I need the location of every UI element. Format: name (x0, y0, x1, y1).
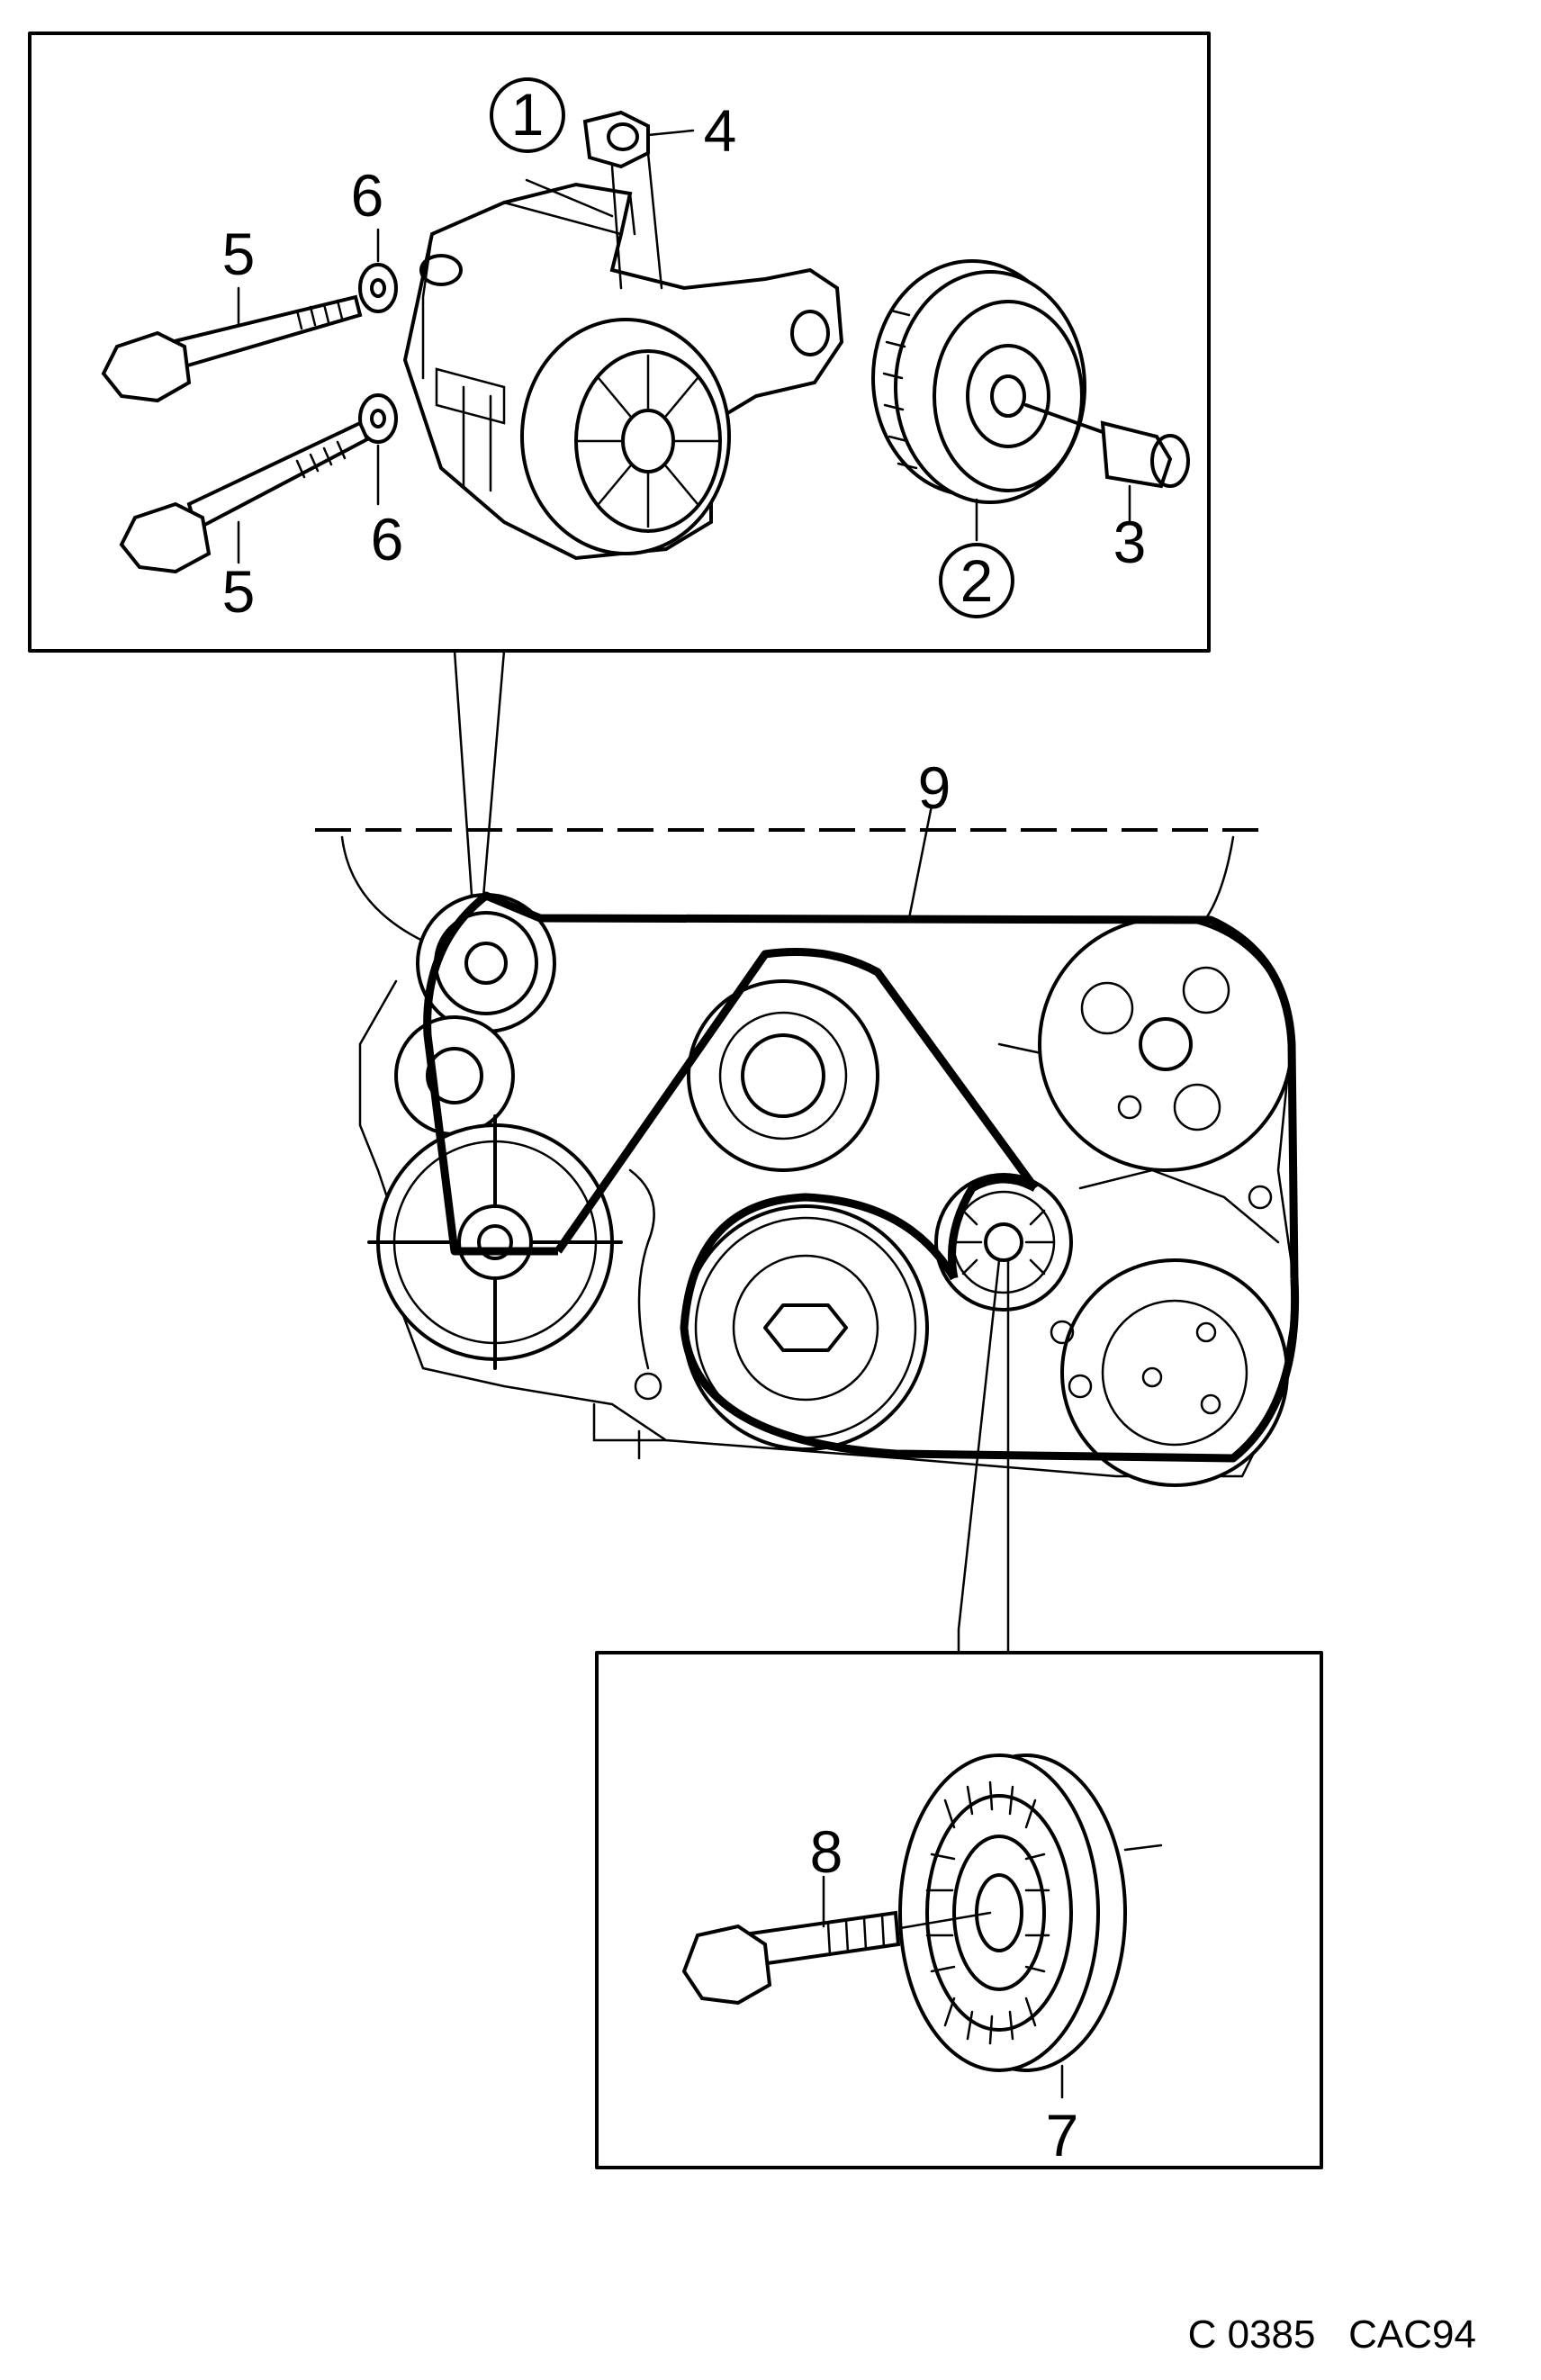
drive-belt-icon (423, 891, 1300, 1463)
leader-bottom-left (957, 1258, 1001, 1654)
bottom-detail-panel (595, 1651, 1323, 2169)
callout-7: 7 (1046, 2102, 1079, 2168)
callout-8: 8 (810, 1818, 843, 1885)
figure-code: C 0385 CAC94 (1188, 2312, 1476, 2357)
callout-1-circle (490, 77, 565, 153)
leader-9 (907, 804, 933, 920)
callout-4: 4 (704, 97, 737, 164)
tensioner-assembly-icon (402, 182, 844, 561)
callout-6a: 6 (351, 162, 384, 229)
callout-9: 9 (918, 754, 951, 821)
callout-5a: 5 (222, 221, 256, 287)
callout-2-circle (939, 543, 1014, 618)
washer-6b-icon (358, 393, 398, 444)
washer-6a-icon (358, 263, 398, 313)
callout-5b: 5 (222, 558, 256, 625)
nut-4-icon (582, 110, 663, 290)
callout-6b: 6 (371, 506, 404, 572)
callout-2: 2 (960, 547, 994, 614)
idler-pulley-icon (871, 259, 1086, 504)
bottom-detail-frame (595, 1651, 1323, 2169)
bolt-3-icon (1024, 403, 1190, 489)
top-detail-frame (28, 32, 1211, 653)
bolt-5a-icon (101, 294, 363, 403)
callout-3: 3 (1113, 509, 1147, 575)
idler-pulley-7-icon (898, 1753, 1163, 2072)
callout-1: 1 (511, 81, 545, 148)
bolt-8-icon (681, 1910, 992, 2006)
bolt-5b-icon (119, 420, 370, 574)
engine-front-view-icon (315, 828, 1300, 1487)
top-detail-panel (28, 32, 1211, 653)
